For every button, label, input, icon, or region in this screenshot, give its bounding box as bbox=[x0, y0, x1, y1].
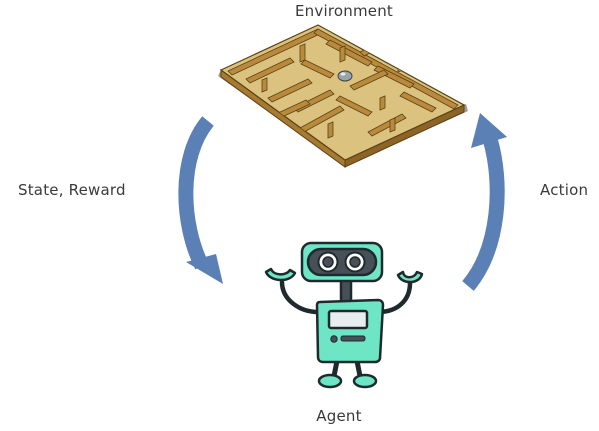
action-label: Action bbox=[540, 181, 589, 199]
action-arrow bbox=[462, 113, 507, 291]
maze-board-icon bbox=[218, 24, 468, 168]
state-reward-label: State, Reward bbox=[18, 181, 126, 199]
robot-icon bbox=[264, 241, 424, 389]
agent-label: Agent bbox=[316, 407, 362, 425]
environment-label: Environment bbox=[295, 2, 393, 20]
state-reward-arrow bbox=[178, 116, 223, 284]
